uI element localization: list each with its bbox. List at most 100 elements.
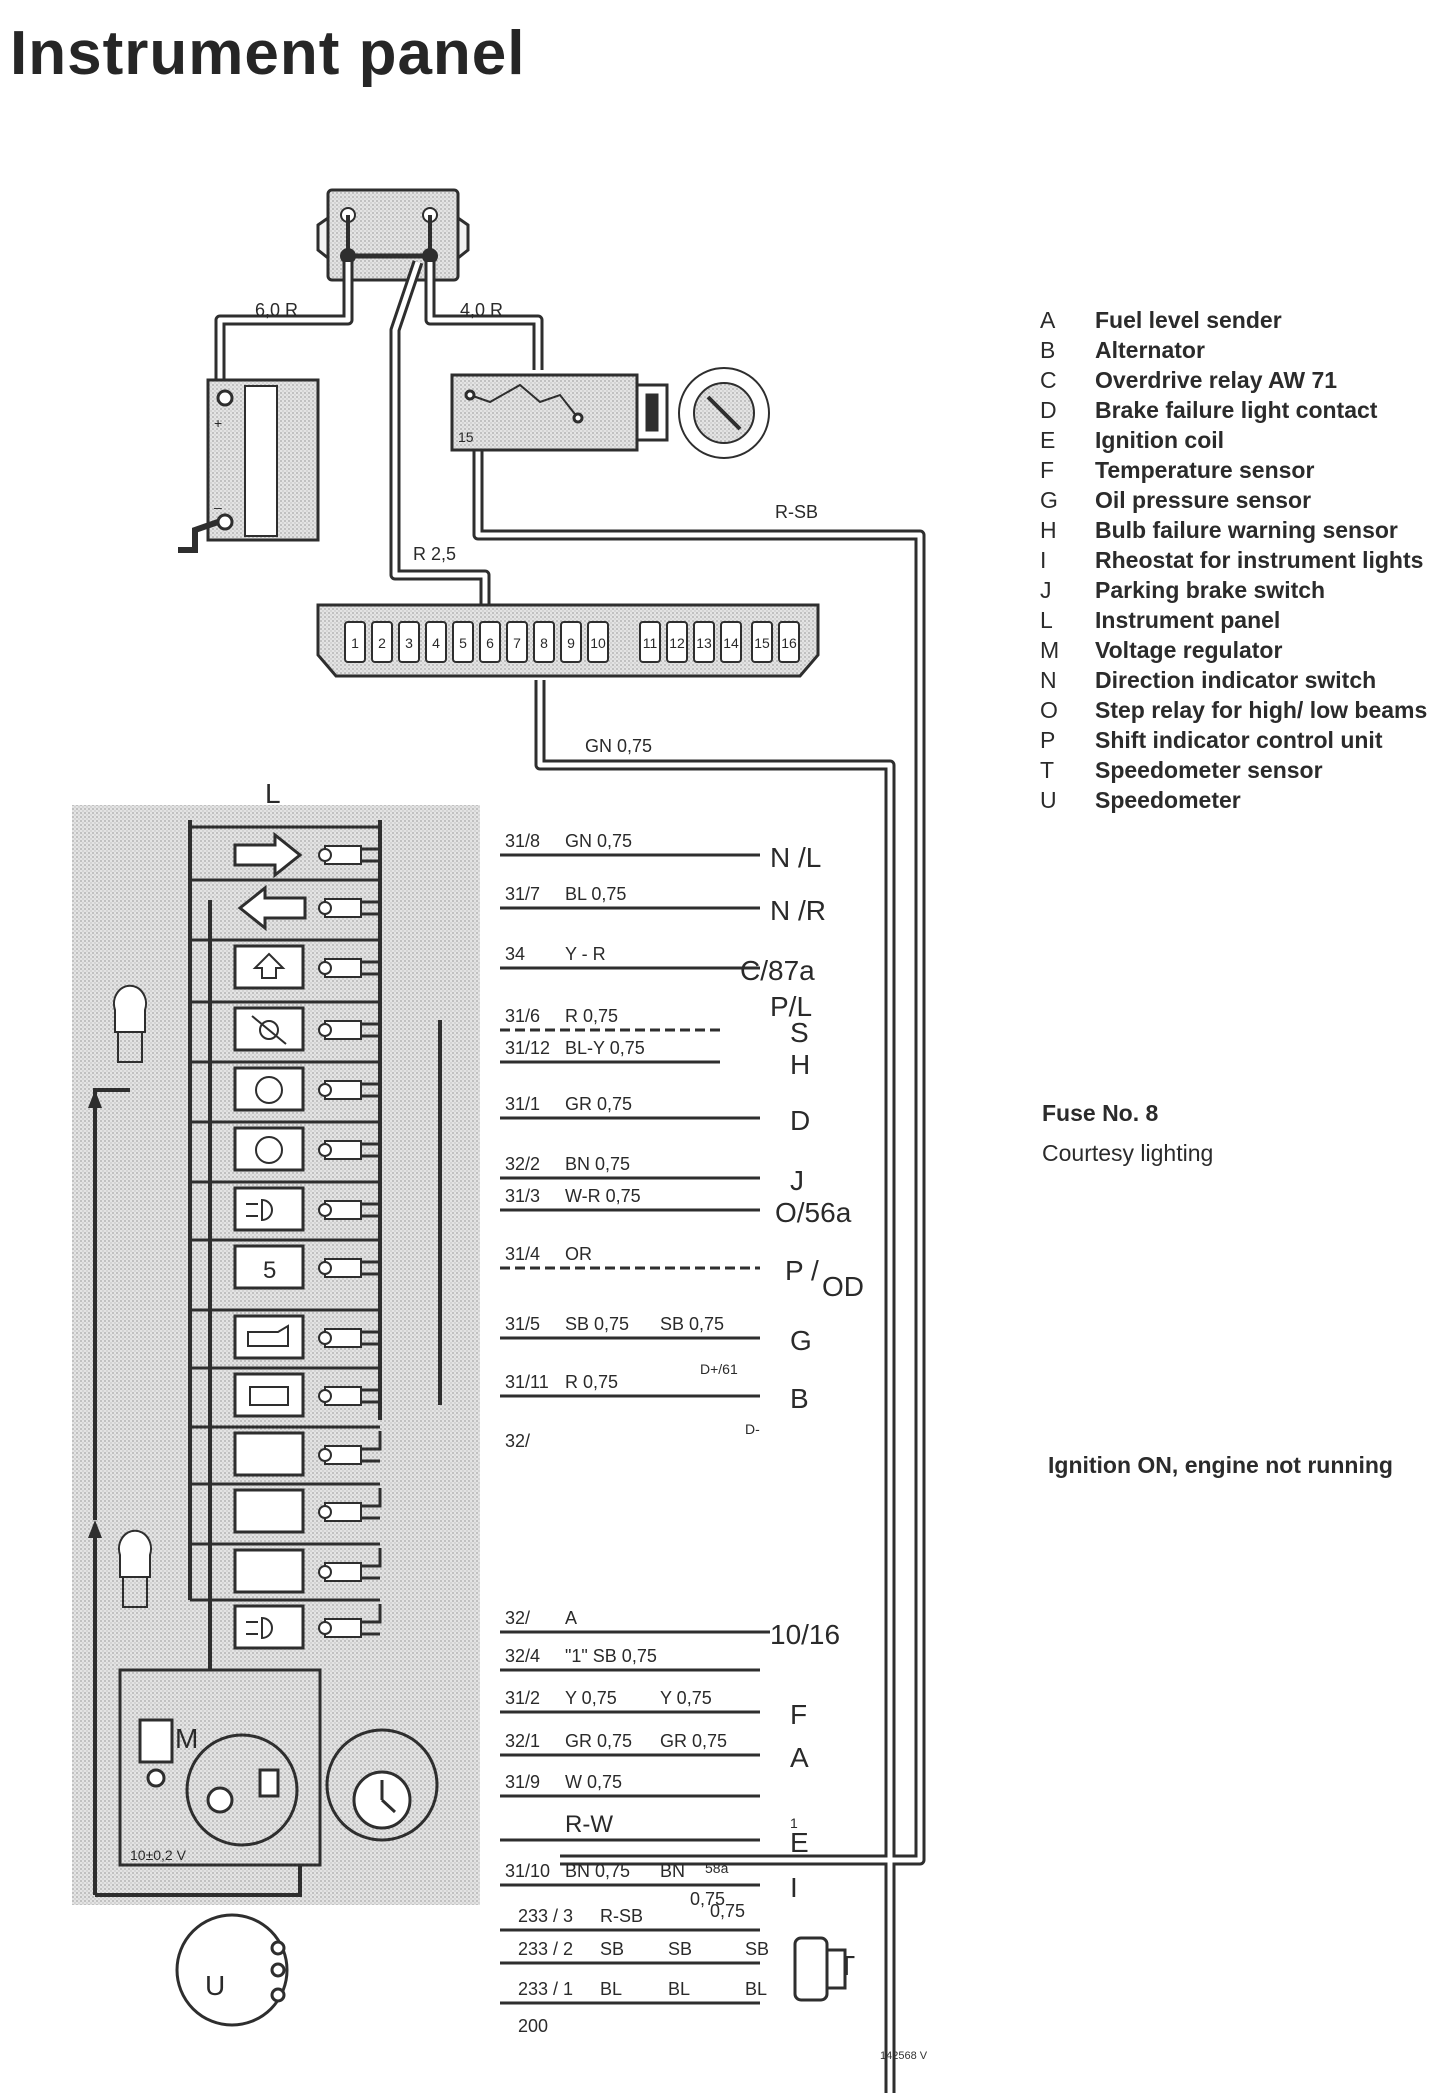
legend-text: Instrument panel [1095, 607, 1281, 633]
destination-label: F [790, 1699, 807, 1730]
warning-lamp-shift-up [190, 938, 382, 990]
circuit-number: 31/9 [505, 1772, 540, 1792]
ignition-switch [450, 373, 669, 452]
circuit-number: 31/4 [505, 1244, 540, 1264]
fuse-1 [344, 621, 366, 663]
fuse-11 [639, 621, 661, 663]
wire-color-2: SB 0,75 [660, 1314, 724, 1334]
battery [178, 378, 320, 553]
wire-label-4r: 4,0 R [460, 300, 503, 320]
fuse-number: 7 [513, 635, 521, 651]
fuse-number: 6 [486, 635, 494, 651]
wire-color-3: SB [745, 1939, 769, 1959]
fuse-15 [751, 621, 773, 663]
legend-text: Shift indicator control unit [1095, 727, 1383, 753]
fog-icon [233, 1604, 305, 1650]
reference-code: 142568 V [880, 2050, 928, 2062]
destination-label: I [790, 1872, 798, 1903]
circuit-number: 32/4 [505, 1646, 540, 1666]
blank-icon [233, 1548, 305, 1594]
blank-icon [233, 1431, 305, 1477]
warning-lamp-battery [190, 1366, 382, 1418]
warning-lamp-blank [190, 1542, 382, 1594]
circuit-number: 32/1 [505, 1731, 540, 1751]
legend-text: Speedometer sensor [1095, 757, 1323, 783]
fuse-number: 3 [405, 635, 413, 651]
fuse-number: 8 [540, 635, 548, 651]
fuse-4 [425, 621, 447, 663]
legend-letter: L [1040, 607, 1053, 633]
wire-row: 200 [518, 2016, 548, 2036]
circuit-number: 32/ [505, 1431, 530, 1451]
destination-label: B [790, 1383, 809, 1414]
fuse-5 [452, 621, 474, 663]
fuse-9 [560, 621, 582, 663]
warning-lamp-bulb-failure [190, 1000, 382, 1052]
page-title: Instrument panel [10, 19, 526, 88]
warning-lamp-five: 5 [190, 1238, 382, 1290]
fuse-2 [371, 621, 393, 663]
arrow-right-icon [233, 831, 303, 879]
legend-letter: A [1040, 307, 1056, 333]
legend-text: Direction indicator switch [1095, 667, 1377, 693]
destination-label: J [790, 1165, 804, 1196]
legend-item: O Step relay for high/ low beams [1040, 695, 1440, 725]
wire-label-gn075: GN 0,75 [585, 736, 652, 756]
fuel-temp-gauge [185, 1733, 299, 1847]
legend-letter: N [1040, 667, 1057, 693]
warning-lamp-blank [190, 1425, 382, 1477]
terminal-label: 1 [790, 1815, 798, 1831]
wire-color: BL-Y 0,75 [565, 1038, 645, 1058]
blank-icon [233, 1488, 305, 1534]
legend-letter: E [1040, 427, 1056, 453]
wire-label-6r: 6,0 R [255, 300, 298, 320]
legend-text: Step relay for high/ low beams [1095, 697, 1428, 723]
legend-letter: F [1040, 457, 1055, 483]
wire-color-2: GR 0,75 [660, 1731, 727, 1751]
legend-letter: C [1040, 367, 1057, 393]
destination-label: P / [785, 1255, 819, 1286]
wire-color: SB 0,75 [565, 1314, 629, 1334]
wire-row: 32/4"1" SB 0,75 [500, 1646, 760, 1672]
legend-text: Rheostat for instrument lights [1095, 547, 1424, 573]
warning-lamp-arrow-left [190, 878, 382, 932]
destination-label: D [790, 1105, 810, 1136]
wire-color: SB [600, 1939, 624, 1959]
arrow-left-icon [237, 884, 307, 932]
fuse-14 [720, 621, 742, 663]
destination-label: N /R [770, 895, 826, 926]
circuit-number: 31/3 [505, 1186, 540, 1206]
wire-color-2: Y 0,75 [660, 1688, 712, 1708]
wire-color: BL [600, 1979, 622, 1999]
instrument-light-bulb-bottom [118, 1529, 152, 1608]
circuit-number: 31/5 [505, 1314, 540, 1334]
legend-letter: D [1040, 397, 1057, 423]
terminal-label: D+/61 [700, 1361, 738, 1377]
circuit-number: 200 [518, 2016, 548, 2036]
svg-text:–: – [214, 499, 222, 515]
circuit-number: 233 / 3 [518, 1906, 573, 1926]
destination-label: C/87a [740, 955, 815, 986]
oil-icon [233, 1314, 305, 1360]
five-icon [233, 1244, 305, 1290]
legend-letter: O [1040, 697, 1058, 723]
legend-letter: J [1040, 577, 1052, 603]
warning-lamp-beam [190, 1180, 382, 1232]
destination-label: N /L [770, 842, 821, 873]
destination-label: E [790, 1827, 809, 1858]
